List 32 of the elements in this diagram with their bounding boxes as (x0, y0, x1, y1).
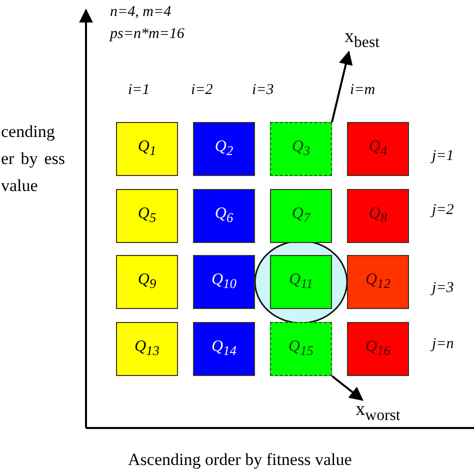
variable-label: x$_{worst}$ (352, 400, 404, 424)
parameter-label: n=4, m=4 (110, 4, 172, 21)
row-label: j=n (432, 336, 454, 353)
row-label: j=1 (432, 148, 454, 165)
population-cell: Q$_{7}$ (270, 189, 332, 243)
population-cell: Q$_{9}$ (116, 255, 178, 309)
population-cell: Q$_{13}$ (116, 322, 178, 376)
column-label: i=2 (191, 82, 213, 99)
population-cell: Q$_{2}$ (193, 122, 255, 176)
population-cell: Q$_{3}$ (270, 122, 332, 176)
population-cell: Q$_{5}$ (116, 189, 178, 243)
column-label: i=m (350, 82, 376, 99)
population-cell: Q$_{1}$ (116, 122, 178, 176)
variable-label: x$_{best}$ (340, 26, 384, 52)
population-cell: Q$_{16}$ (347, 322, 409, 376)
population-cell: Q$_{14}$ (193, 322, 255, 376)
population-cell: Q$_{12}$ (347, 255, 409, 309)
column-label: i=1 (128, 82, 150, 99)
axis-title: cending er by ess value (1, 121, 65, 197)
arrow (331, 375, 364, 401)
population-cell: Q$_{11}$ (270, 255, 332, 309)
population-cell: Q$_{6}$ (193, 189, 255, 243)
population-cell: Q$_{4}$ (347, 122, 409, 176)
parameter-label: ps=n*m=16 (110, 26, 184, 43)
row-label: j=2 (432, 202, 454, 219)
arrow (331, 50, 353, 122)
row-label: j=3 (432, 280, 454, 297)
population-cell: Q$_{8}$ (347, 189, 409, 243)
population-cell: Q$_{15}$ (270, 322, 332, 376)
column-label: i=3 (252, 82, 274, 99)
axis-title: Ascending order by fitness value (128, 450, 352, 470)
population-cell: Q$_{10}$ (193, 255, 255, 309)
